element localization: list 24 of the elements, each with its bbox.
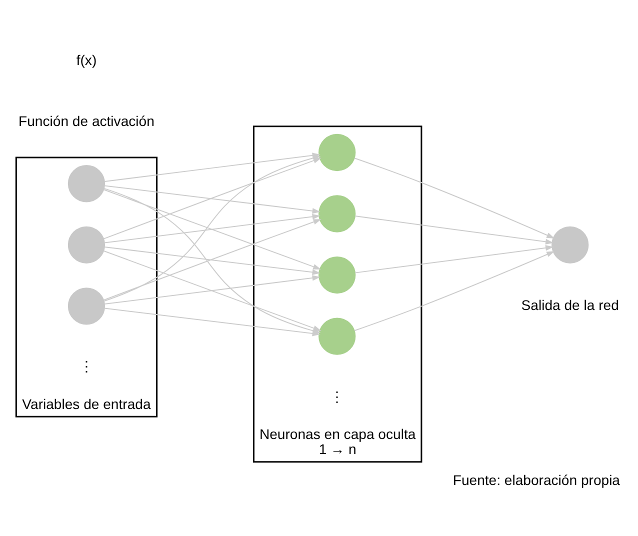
node-label: Salida de la red [521,296,619,313]
node-circle [68,288,106,325]
node-circle [318,256,356,294]
label: ⋮ [79,358,94,374]
arrow [354,158,555,239]
arrow [355,216,554,245]
arrow [104,189,322,270]
arrow [104,275,320,305]
arrow [104,219,322,300]
arrow [104,246,320,275]
node-circle [318,195,356,232]
arrow [104,185,320,214]
arrow [354,251,555,332]
node-circle [68,226,106,264]
label: Función de activación [18,113,154,130]
arrow [104,214,320,244]
label: ⋮ [330,388,344,404]
node-circle [552,226,589,264]
arrow [355,245,554,274]
node-circle [68,165,106,202]
caption: Fuente: elaboración propia [452,472,620,488]
node-circle [318,318,356,355]
node-circle [318,134,356,172]
label: f(x) [76,52,97,68]
